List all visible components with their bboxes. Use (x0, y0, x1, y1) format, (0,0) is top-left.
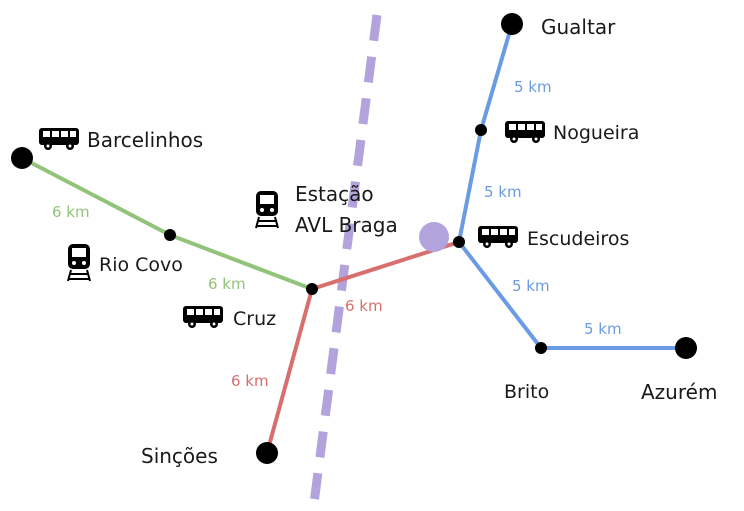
distance-cruz-escudeiros: 6 km (345, 297, 383, 315)
label-nogueira: Nogueira (553, 122, 639, 144)
bus-icon (39, 128, 79, 150)
distance-brito-azurem: 5 km (584, 320, 622, 338)
label-cruz: Cruz (233, 308, 276, 330)
label-sincoes: Sinções (141, 444, 218, 468)
label-rio-covo: Rio Covo (99, 254, 183, 276)
node-nogueira (475, 124, 487, 136)
station-marker (419, 222, 449, 252)
node-sincoes (256, 442, 278, 464)
distance-nogueira-escudeiros: 5 km (484, 183, 522, 201)
distance-riocovo-cruz: 6 km (208, 275, 246, 293)
label-azurem: Azurém (641, 380, 717, 404)
train-icon (255, 190, 279, 229)
label-brito: Brito (504, 381, 549, 403)
distance-barcelinhos-riocovo: 6 km (52, 203, 90, 221)
node-rio-covo (164, 229, 176, 241)
node-barcelinhos (11, 147, 33, 169)
node-azurem (675, 337, 697, 359)
distance-escudeiros-brito: 5 km (512, 277, 550, 295)
route-red-south (265, 288, 314, 454)
bus-icon (478, 226, 518, 248)
label-barcelinhos: Barcelinhos (87, 128, 203, 152)
train-icon (67, 243, 91, 282)
bus-icon (505, 121, 545, 143)
rail-line (308, 14, 382, 511)
node-brito (535, 342, 547, 354)
bus-icon (183, 306, 223, 328)
node-gualtar (501, 13, 523, 35)
distance-cruz-sincoes: 6 km (231, 372, 269, 390)
label-estacao-line2: AVL Braga (295, 213, 398, 237)
node-escudeiros (453, 236, 465, 248)
label-escudeiros: Escudeiros (527, 228, 629, 250)
label-gualtar: Gualtar (541, 15, 616, 39)
label-estacao-line1: Estação (295, 182, 374, 206)
node-cruz (306, 283, 318, 295)
distance-gualtar-nogueira: 5 km (514, 78, 552, 96)
